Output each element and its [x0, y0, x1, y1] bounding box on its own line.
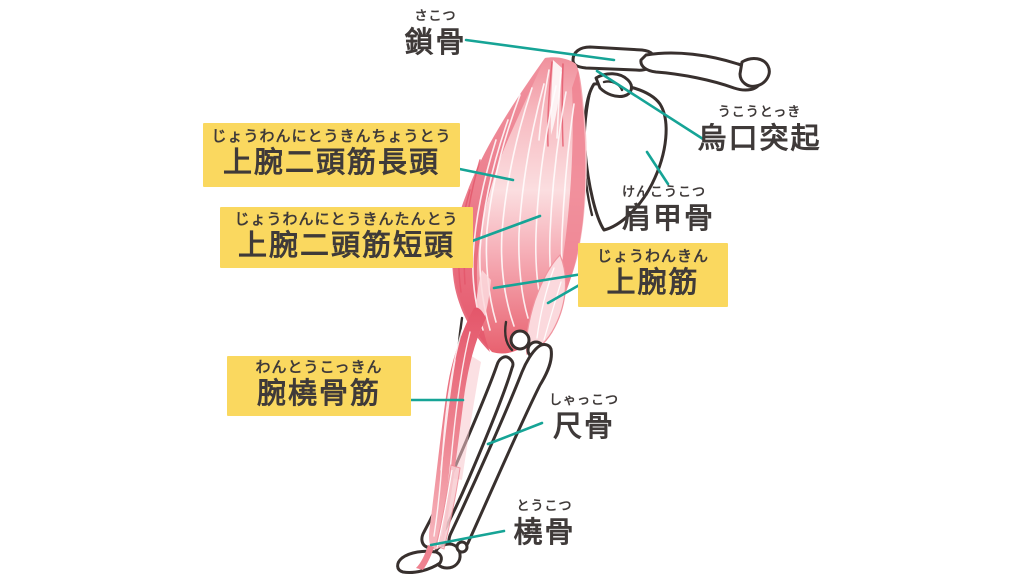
- label-biceps-long-head: じょうわんにとうきんちょうとう 上腕二頭筋長頭: [203, 123, 460, 187]
- brachioradialis-shape: [429, 307, 486, 550]
- label-brachialis: じょうわんきん 上腕筋: [578, 243, 728, 307]
- elbow-condyle-1: [509, 329, 531, 351]
- label-ulna-text: 尺骨: [552, 408, 615, 443]
- striation: [535, 85, 557, 311]
- shoulder-tip-shape: [738, 57, 771, 88]
- clavicle-shaft-shape: [639, 51, 762, 92]
- striation: [440, 359, 456, 471]
- label-brachioradialis-furigana: わんとうこっきん: [255, 358, 383, 377]
- tendon-gap-shape: [550, 60, 562, 135]
- label-radius-text: 橈骨: [513, 514, 576, 549]
- label-coracoid-process: うこうとっき 烏口突起: [692, 105, 827, 155]
- striation: [556, 71, 562, 139]
- label-brachialis-text: 上腕筋: [606, 265, 700, 300]
- striation: [538, 69, 550, 141]
- label-clavicle-furigana: さこつ: [414, 9, 457, 24]
- label-clavicle-text: 鎖骨: [404, 24, 467, 59]
- label-biceps-short-head-furigana: じょうわんにとうきんたんとう: [234, 209, 459, 228]
- label-scapula-text: 肩甲骨: [622, 200, 716, 235]
- brachialis-shape: [525, 253, 567, 355]
- label-biceps-short-head: じょうわんにとうきんたんとう 上腕二頭筋短頭: [220, 207, 473, 268]
- leader-line-scapula: [645, 150, 670, 186]
- forearm-muscle-group: [416, 307, 486, 570]
- label-brachialis-furigana: じょうわんきん: [596, 247, 709, 266]
- supinator-wash-shape: [453, 355, 481, 480]
- label-radius-furigana: とうこつ: [516, 499, 573, 514]
- leader-line-clavicle: [464, 38, 616, 62]
- label-brachioradialis: わんとうこっきん 腕橈骨筋: [227, 356, 411, 416]
- hand-hook-shape: [396, 549, 443, 574]
- striation: [485, 94, 521, 323]
- striation: [543, 281, 562, 341]
- label-biceps-short-head-text: 上腕二頭筋短頭: [237, 227, 455, 262]
- tendon-line-1: [546, 61, 553, 147]
- distal-muscle-midline: [436, 469, 453, 549]
- label-coracoid-furigana: うこうとっき: [717, 105, 802, 120]
- label-biceps-long-head-text: 上腕二頭筋長頭: [222, 145, 440, 180]
- label-scapula-furigana: けんこうこつ: [622, 185, 707, 200]
- striation: [518, 83, 545, 319]
- wrist-knob-shape: [455, 540, 469, 554]
- striation: [536, 267, 555, 339]
- label-biceps-long-head-furigana: じょうわんにとうきんちょうとう: [211, 127, 452, 146]
- label-coracoid-text: 烏口突起: [697, 120, 822, 155]
- tendon-line-2: [561, 63, 564, 147]
- striation: [500, 87, 533, 327]
- biceps-longhead-shade: [452, 58, 545, 352]
- humerus-end-line: [504, 320, 514, 352]
- distal-muscle-shape: [435, 464, 461, 550]
- biceps-muscle-group: [452, 57, 587, 355]
- leader-line-coracoid: [595, 69, 705, 141]
- leader-line-ulna: [486, 421, 544, 446]
- tendon-tip-shape: [416, 545, 434, 570]
- leader-line-radius: [429, 529, 506, 547]
- label-brachioradialis-text: 腕橈骨筋: [256, 376, 381, 411]
- biceps-shorthead-shade: [548, 70, 586, 330]
- label-radius: とうこつ 橈骨: [502, 499, 587, 549]
- label-ulna: しゃっこつ 尺骨: [534, 393, 634, 443]
- label-ulna-furigana: しゃっこつ: [548, 393, 619, 408]
- label-scapula: けんこうこつ 肩甲骨: [622, 185, 752, 235]
- label-clavicle: さこつ 鎖骨: [393, 9, 478, 59]
